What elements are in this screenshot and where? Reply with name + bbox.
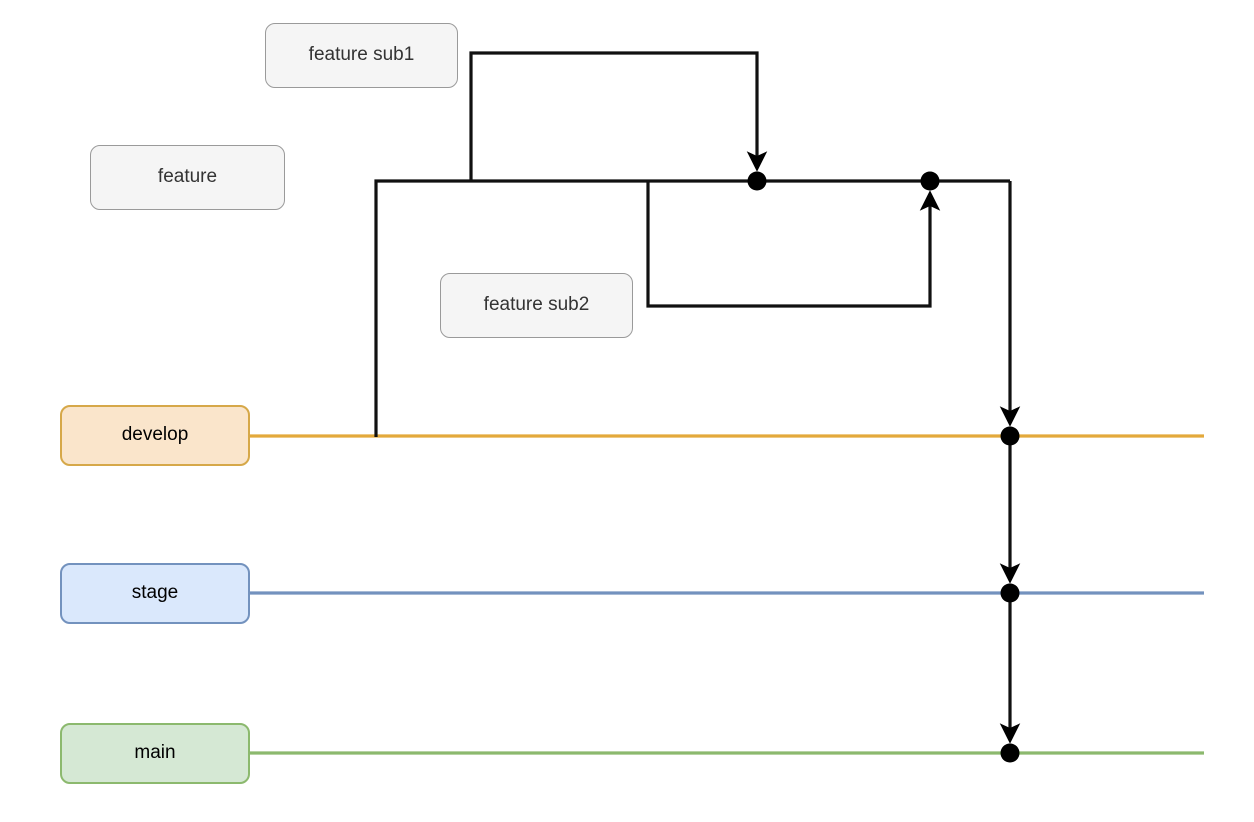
branch-label-develop-text: develop xyxy=(121,424,189,446)
commit-dot-main[interactable] xyxy=(1000,743,1020,763)
branch-label-main[interactable]: main xyxy=(60,723,250,784)
commit-dot-sub1-merge[interactable] xyxy=(747,171,767,191)
branch-label-feature-text: feature xyxy=(157,166,218,188)
branch-label-stage[interactable]: stage xyxy=(60,563,250,624)
feature-sub1-connector xyxy=(469,51,768,181)
branch-label-feature-sub1-text: feature sub1 xyxy=(308,44,415,66)
branch-label-stage-text: stage xyxy=(131,582,179,604)
commit-dot-sub2-merge[interactable] xyxy=(920,171,940,191)
branch-label-feature[interactable]: feature xyxy=(90,145,285,210)
branch-label-develop[interactable]: develop xyxy=(60,405,250,466)
feature-sub2-connector xyxy=(646,181,941,308)
branch-label-feature-sub2-text: feature sub2 xyxy=(483,294,590,316)
commit-dot-develop[interactable] xyxy=(1000,426,1020,446)
feature-branch-connector xyxy=(374,179,1010,437)
commit-dot-stage[interactable] xyxy=(1000,583,1020,603)
branch-label-main-text: main xyxy=(134,742,176,764)
branch-label-feature-sub2[interactable]: feature sub2 xyxy=(440,273,633,338)
branch-label-feature-sub1[interactable]: feature sub1 xyxy=(265,23,458,88)
